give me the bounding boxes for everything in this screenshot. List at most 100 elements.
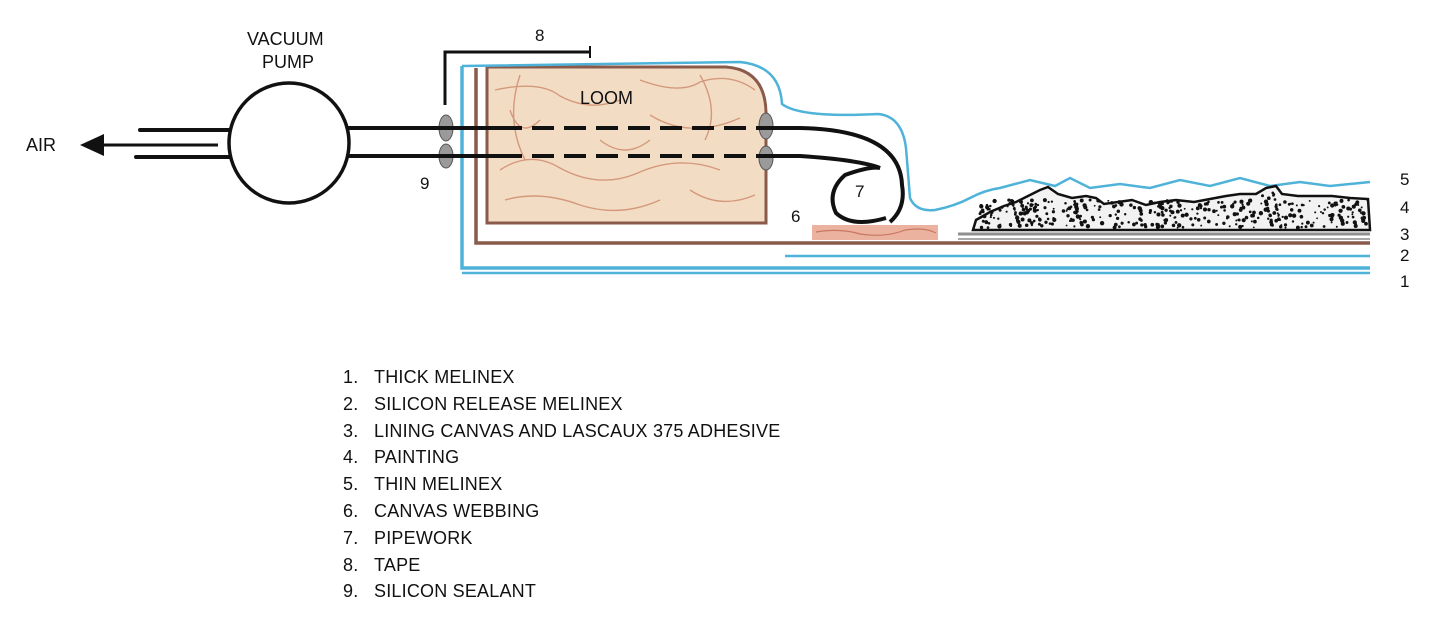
painting-speck — [1364, 221, 1368, 226]
painting-speck — [1338, 208, 1343, 213]
painting-speck — [1168, 207, 1171, 210]
painting-speck — [1160, 210, 1164, 214]
painting-speck — [1139, 212, 1144, 216]
painting-speck — [1129, 203, 1133, 207]
painting-speck — [1309, 223, 1314, 228]
painting-speck — [1327, 201, 1331, 205]
exhaust-pipes — [134, 128, 234, 159]
legend-item-text: THIN MELINEX — [374, 474, 503, 495]
painting-speck — [1359, 211, 1362, 214]
legend-item: 5.THIN MELINEX — [343, 471, 780, 498]
painting-speck — [1274, 218, 1278, 223]
painting-speck — [1248, 199, 1252, 203]
painting-speck — [1237, 218, 1241, 222]
painting-speck — [1075, 214, 1081, 219]
painting-speck — [1203, 216, 1207, 220]
painting-speck — [1080, 222, 1084, 227]
legend-item-number: 9. — [343, 581, 359, 602]
painting-speck — [1361, 218, 1366, 223]
painting-speck — [986, 208, 989, 211]
painting-speck — [1333, 201, 1338, 206]
painting-speck — [1206, 219, 1211, 224]
painting-speck — [1291, 220, 1295, 223]
painting-speck — [1156, 205, 1160, 208]
painting-speck — [1079, 198, 1084, 203]
painting-speck — [1215, 209, 1218, 212]
painting-speck — [1013, 208, 1016, 211]
painting-speck — [1283, 200, 1287, 204]
legend-item: 9.SILICON SEALANT — [343, 578, 780, 605]
legend-item-number: 2. — [343, 393, 359, 414]
painting-speck — [1283, 215, 1289, 220]
painting-speck — [1119, 202, 1124, 207]
painting-speck — [1017, 223, 1022, 228]
painting-speck — [1223, 209, 1226, 212]
painting-speck — [1171, 210, 1175, 215]
painting-speck — [1099, 216, 1102, 219]
painting-speck — [1028, 207, 1032, 211]
painting-speck — [1346, 206, 1351, 211]
painting-speck — [1169, 209, 1172, 213]
painting-speck — [1032, 219, 1036, 223]
painting-speck — [1116, 209, 1121, 214]
painting-speck — [1173, 216, 1177, 219]
painting-speck — [1164, 208, 1168, 212]
painting-speck — [1020, 217, 1025, 222]
air-label: AIR — [26, 135, 56, 155]
painting-speck — [1010, 199, 1015, 204]
painting-speck — [1193, 216, 1197, 220]
painting-speck — [1351, 215, 1355, 219]
painting-speck — [1189, 217, 1193, 221]
painting-speck — [989, 213, 993, 217]
painting-speck — [1153, 201, 1156, 204]
painting-speck — [1212, 209, 1216, 214]
painting-speck — [1042, 198, 1047, 203]
canvas-webbing — [812, 225, 938, 240]
painting-speck — [981, 219, 985, 223]
painting-speck — [1069, 205, 1073, 209]
painting-speck — [1163, 221, 1168, 225]
painting-speck — [1191, 223, 1195, 227]
vacuum-pump-label-line2: PUMP — [262, 52, 314, 72]
painting-speck — [1174, 220, 1178, 224]
legend-item-text: CANVAS WEBBING — [374, 500, 540, 521]
legend-item: 8.TAPE — [343, 552, 780, 579]
painting-speck — [1018, 211, 1023, 216]
painting-speck — [1241, 224, 1244, 228]
painting-speck — [1299, 214, 1304, 219]
painting-speck — [1235, 223, 1238, 226]
painting-speck — [1132, 205, 1137, 210]
painting-speck — [989, 210, 994, 215]
painting-speck — [1252, 210, 1256, 215]
painting-speck — [1009, 224, 1013, 228]
painting-speck — [1123, 213, 1127, 216]
painting-speck — [1099, 221, 1105, 226]
painting-speck — [1277, 214, 1280, 217]
painting-speck — [1012, 204, 1015, 207]
callout-1: 1 — [1400, 272, 1409, 291]
layer-lining-canvas — [958, 232, 1370, 240]
legend-item: 4.PAINTING — [343, 444, 780, 471]
painting-speck — [1289, 202, 1292, 205]
painting-speck — [984, 220, 989, 225]
painting-speck — [1222, 221, 1226, 225]
loom-label: LOOM — [580, 88, 633, 108]
painting-speck — [982, 214, 987, 219]
painting-speck — [1108, 213, 1112, 218]
painting-speck — [1034, 205, 1038, 209]
painting-speck — [979, 210, 983, 213]
painting-speck — [1329, 217, 1334, 222]
painting-speck — [1036, 208, 1039, 212]
painting-speck — [1272, 194, 1275, 197]
painting-speck — [1074, 206, 1079, 211]
painting-speck — [1043, 206, 1047, 210]
painting-speck — [1196, 218, 1201, 222]
painting-speck — [1297, 208, 1302, 213]
painting-speck — [1340, 218, 1345, 223]
painting-speck — [1295, 204, 1298, 207]
legend-item-number: 6. — [343, 500, 359, 521]
painting-speck — [1196, 212, 1199, 215]
painting-speck — [1321, 211, 1325, 215]
painting-speck — [1156, 224, 1161, 228]
